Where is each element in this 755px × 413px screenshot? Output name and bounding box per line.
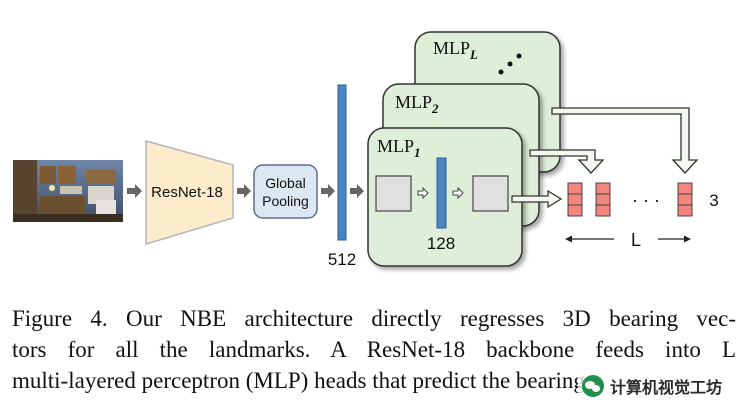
- mlp-head-1-label: MLP1: [377, 136, 421, 160]
- feature-dim-label: 512: [328, 250, 356, 269]
- small-arrow-icon: [417, 186, 429, 200]
- small-arrow-icon: [452, 186, 464, 200]
- caption-line-2: tors for all the landmarks. A ResNet-18 …: [12, 337, 736, 362]
- output-ellipsis: · · ·: [632, 190, 660, 210]
- output-arrow-L: [551, 107, 699, 174]
- flow-arrow: [237, 184, 251, 198]
- flow-arrow: [321, 184, 335, 198]
- flow-arrow: [350, 184, 364, 198]
- output-dim-label: 3: [709, 191, 718, 210]
- hidden-layer-bar: 128: [427, 157, 455, 253]
- mlp-head-L-label: MLPL: [433, 38, 478, 62]
- figure-caption: Figure 4. Our NBE architecture directly …: [12, 303, 736, 396]
- caption-line-1: Figure 4. Our NBE architecture directly …: [12, 306, 736, 331]
- global-pooling-box: Global Pooling: [253, 164, 318, 219]
- mlp-output-layer: [472, 175, 509, 212]
- output-arrow-2: [529, 149, 605, 174]
- output-arrow-1: [511, 189, 563, 209]
- flow-arrow: [127, 184, 142, 198]
- mlp-head-2-label: MLP2: [395, 92, 439, 116]
- caption-line-3: multi-layered perceptron (MLP) heads tha…: [12, 368, 600, 393]
- resnet-backbone: ResNet-18: [145, 140, 234, 246]
- ellipsis-dots: [498, 53, 522, 75]
- count-label: L: [631, 230, 641, 250]
- backbone-label: ResNet-18: [151, 184, 223, 201]
- watermark-text: 计算机视觉工坊: [610, 378, 723, 397]
- pooling-label-line1: Global: [265, 175, 305, 191]
- watermark: 计算机视觉工坊: [578, 373, 727, 399]
- feature-vector-bar: 512: [328, 84, 356, 269]
- pooling-label-line2: Pooling: [262, 193, 309, 209]
- wechat-icon: [582, 375, 604, 397]
- input-image: [13, 160, 123, 222]
- output-vector-1: [567, 182, 583, 217]
- output-vector-2: [595, 182, 611, 217]
- count-span-arrows: [565, 235, 691, 243]
- mlp-input-layer: [375, 175, 412, 212]
- hidden-dim-label: 128: [427, 234, 455, 253]
- output-vector-L: [677, 182, 693, 217]
